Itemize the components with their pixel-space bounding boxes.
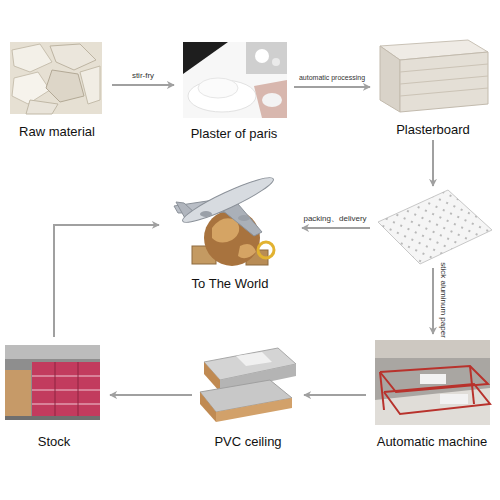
world-delivery-image xyxy=(238,215,250,221)
flow-arrow xyxy=(304,394,366,396)
plaster-powder-image xyxy=(272,58,280,66)
process-arrow xyxy=(302,140,433,334)
pvc-ceiling-image xyxy=(216,398,292,422)
raw-material-image xyxy=(26,100,58,114)
edge-label: stir-fry xyxy=(132,71,154,81)
pvc-ceiling-image xyxy=(236,352,272,366)
factory-machine-image xyxy=(440,394,468,404)
raw-material-image xyxy=(50,44,96,70)
process-step: PVC ceiling xyxy=(198,343,298,450)
raw-material-image xyxy=(10,42,102,114)
plasterboard-image xyxy=(380,40,488,112)
process-step: Stock xyxy=(4,343,104,450)
world-delivery-image xyxy=(174,172,277,266)
raw-material-image xyxy=(10,42,102,114)
step-caption: Plasterboard xyxy=(396,122,470,138)
flow-arrow xyxy=(110,394,192,396)
step-note: stick aluminum paper xyxy=(438,262,448,338)
step-caption: Raw material xyxy=(19,124,95,140)
warehouse-stock-image xyxy=(78,362,79,418)
world-delivery-image xyxy=(212,218,239,242)
process-arrow xyxy=(432,268,434,334)
warehouse-stock-image xyxy=(55,362,56,418)
plaster-powder-image xyxy=(183,42,228,74)
edge-label: automatic processing xyxy=(299,73,365,83)
step-caption: Automatic machine xyxy=(377,434,488,450)
world-delivery-image xyxy=(200,211,212,217)
warehouse-stock-image xyxy=(32,362,100,418)
warehouse-stock-image xyxy=(5,370,31,418)
raw-material-image xyxy=(12,72,50,104)
factory-machine-image xyxy=(375,340,490,425)
process-arrow xyxy=(302,227,370,229)
plaster-powder-image xyxy=(255,49,269,63)
world-delivery-image xyxy=(238,244,256,258)
raw-material-image xyxy=(80,66,100,104)
flow-arrow xyxy=(54,225,159,337)
plaster-powder-image xyxy=(198,78,238,98)
warehouse-stock-image xyxy=(32,404,100,405)
plasterboard-image xyxy=(400,64,488,72)
plasterboard-image xyxy=(400,52,488,112)
process-step: Plaster of paris xyxy=(180,40,288,142)
raw-material-image xyxy=(12,44,52,72)
factory-machine-image xyxy=(380,372,384,410)
step-caption: Plaster of paris xyxy=(191,126,278,142)
factory-machine-image xyxy=(375,340,490,425)
step-caption: PVC ceiling xyxy=(214,434,281,450)
raw-material-image xyxy=(46,70,84,102)
flow-arrow xyxy=(294,86,370,88)
plaster-powder-image xyxy=(246,42,287,74)
plasterboard-image xyxy=(400,76,488,84)
step-caption: To The World xyxy=(192,276,269,292)
flow-arrow xyxy=(112,84,174,86)
world-delivery-image xyxy=(179,172,276,229)
warehouse-stock-image xyxy=(32,390,100,391)
ceiling-panel-image xyxy=(378,190,492,264)
warehouse-stock-image xyxy=(5,416,100,420)
process-step: Automatic machine xyxy=(372,338,492,450)
plaster-powder-image xyxy=(254,80,287,118)
ceiling-panel-image xyxy=(378,190,492,264)
warehouse-stock-image xyxy=(32,376,100,377)
warehouse-stock-image xyxy=(5,345,100,420)
pvc-ceiling-image xyxy=(200,348,296,422)
ceiling-panel-image xyxy=(378,190,492,264)
plaster-powder-image xyxy=(183,42,287,118)
process-step: Raw material xyxy=(8,40,106,140)
factory-machine-image xyxy=(470,366,474,404)
factory-machine-image xyxy=(420,374,446,384)
step-caption: Stock xyxy=(38,434,71,450)
pvc-ceiling-image xyxy=(204,362,220,392)
plaster-powder-image xyxy=(262,93,282,107)
process-arrow xyxy=(432,140,434,186)
warehouse-stock-image xyxy=(5,345,100,359)
plasterboard-image xyxy=(400,88,488,96)
plaster-powder-image xyxy=(183,42,287,118)
warehouse-stock-image xyxy=(5,345,100,420)
process-step: Plasterboard xyxy=(376,38,490,138)
process-step: To The World xyxy=(165,170,295,292)
world-delivery-image xyxy=(258,242,274,258)
pvc-ceiling-image xyxy=(200,392,216,422)
step-note: packing、delivery xyxy=(303,214,366,224)
plasterboard-image xyxy=(380,46,400,112)
factory-machine-image xyxy=(375,340,490,358)
